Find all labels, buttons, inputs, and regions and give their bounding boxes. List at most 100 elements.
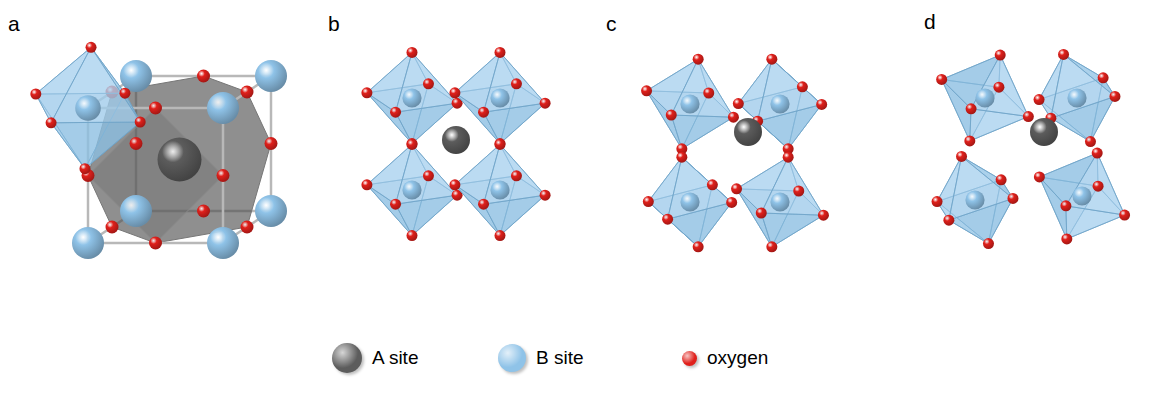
b-site-atom	[402, 88, 421, 107]
oxygen-atom	[197, 70, 210, 83]
octahedron	[641, 54, 739, 155]
oxygen-atom	[936, 74, 947, 85]
oxygen-atom	[361, 179, 372, 190]
oxygen-atom	[797, 81, 808, 92]
b-site-atom	[965, 190, 984, 209]
oxygen-atom	[149, 237, 162, 250]
b-site-atom	[680, 192, 699, 211]
oxygen-atom	[956, 151, 967, 162]
a-site-atom	[1030, 118, 1058, 146]
oxygen-atom	[495, 139, 506, 150]
legend-swatch	[498, 344, 526, 372]
octahedron	[932, 151, 1019, 249]
octahedron-face	[949, 156, 1013, 220]
oxygen-atom	[540, 98, 551, 109]
octahedron-face	[1066, 153, 1125, 215]
oxygen-atom	[79, 163, 90, 174]
oxygen-atom	[197, 205, 210, 218]
legend-entry: A site	[332, 343, 418, 373]
oxygen-atom	[731, 183, 742, 194]
oxygen-atom	[766, 54, 777, 65]
oxygen-atom	[478, 199, 489, 210]
octahedron-face	[1051, 54, 1115, 118]
b-site-atom	[207, 92, 239, 124]
oxygen-atom	[540, 190, 551, 201]
oxygen-atom	[996, 174, 1007, 185]
octahedron	[30, 42, 145, 174]
oxygen-atom	[943, 215, 954, 226]
octahedron	[361, 139, 462, 241]
oxygen-atom	[983, 238, 994, 249]
oxygen-atom	[478, 107, 489, 118]
oxygen-atom	[1109, 91, 1120, 102]
oxygen-atom	[361, 87, 372, 98]
oxygen-atom	[1061, 233, 1072, 244]
octahedron-face	[51, 47, 140, 122]
octahedron-face	[671, 59, 733, 117]
oxygen-atom	[1085, 136, 1096, 147]
oxygen-atom	[693, 54, 704, 65]
legend-entry: oxygen	[682, 351, 768, 366]
perovskite-framework	[361, 47, 550, 241]
octahedron-face	[758, 59, 822, 121]
oxygen-atom	[1093, 181, 1104, 192]
b-site-atom	[120, 60, 152, 92]
panel-letter: b	[328, 12, 340, 36]
b-site-atom	[207, 227, 239, 259]
oxygen-atom	[106, 221, 119, 234]
oxygen-atom	[149, 102, 162, 115]
oxygen-atom	[495, 138, 506, 149]
oxygen-atom	[423, 78, 434, 89]
oxygen-atom	[641, 85, 652, 96]
oxygen-atom	[30, 89, 41, 100]
a-site-atom	[158, 138, 202, 182]
oxygen-atom	[495, 230, 506, 241]
oxygen-atom	[1023, 111, 1034, 122]
oxygen-atom	[726, 197, 737, 208]
octahedron	[449, 139, 550, 241]
octahedron-face	[971, 55, 1028, 116]
oxygen-atom	[643, 196, 654, 207]
oxygen-atom	[995, 50, 1006, 61]
legend-label: B site	[536, 347, 584, 369]
oxygen-atom	[666, 110, 677, 121]
legend-label: A site	[372, 347, 418, 369]
legend-entry: B site	[498, 344, 584, 372]
oxygen-atom	[676, 152, 687, 163]
oxygen-atom	[783, 152, 794, 163]
b-site-atom	[770, 94, 789, 113]
a-site-atom	[442, 126, 470, 154]
oxygen-atom	[756, 208, 767, 219]
octahedron-face	[668, 157, 732, 219]
octahedron-face	[484, 52, 546, 112]
b-site-atom	[255, 195, 287, 227]
oxygen-atom	[217, 169, 230, 182]
oxygen-atom	[241, 221, 254, 234]
oxygen-atom	[407, 138, 418, 149]
oxygen-atom	[1092, 148, 1103, 159]
oxygen-atom	[733, 98, 744, 109]
b-site-atom	[72, 227, 104, 259]
oxygen-atom	[130, 137, 143, 150]
oxygen-atom	[728, 112, 739, 123]
b-site-atom	[1072, 186, 1091, 205]
octahedron-face	[51, 122, 140, 169]
legend-swatch	[682, 351, 697, 366]
octahedron	[733, 54, 827, 155]
octahedron-face	[396, 52, 458, 112]
oxygen-atom	[495, 47, 506, 58]
oxygen-atom	[932, 196, 943, 207]
perovskite-framework	[641, 54, 829, 253]
oxygen-atom	[86, 42, 97, 53]
b-site-atom	[402, 180, 421, 199]
oxygen-atom	[1060, 200, 1071, 211]
oxygen-atom	[707, 179, 718, 190]
oxygen-atom	[662, 214, 673, 225]
perovskite-framework	[932, 49, 1131, 249]
b-site-atom	[490, 88, 509, 107]
oxygen-atom	[407, 230, 418, 241]
oxygen-atom	[766, 241, 777, 252]
oxygen-atom	[46, 117, 57, 128]
